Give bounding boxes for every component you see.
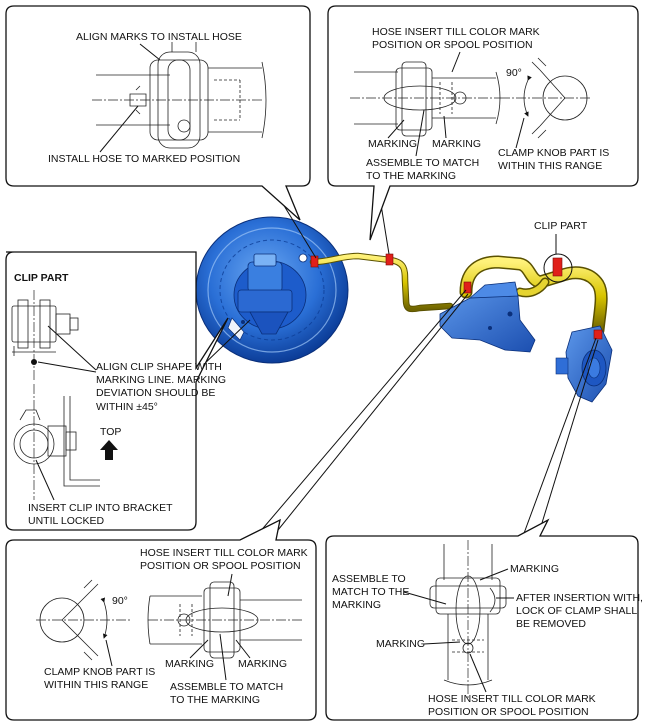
clip-insert-line1: INSERT CLIP INTO BRACKET <box>28 502 173 514</box>
label-install-hose: INSTALL HOSE TO MARKED POSITION <box>48 153 240 165</box>
bottom-right-assemble-line3: MARKING <box>332 599 381 611</box>
leader-bottom-right <box>522 337 597 537</box>
mounting-bracket <box>439 281 536 353</box>
leader-bottom-right-b <box>537 339 599 537</box>
bottom-left-insert-line2: POSITION OR SPOOL POSITION <box>140 560 301 572</box>
clip-detail-lower <box>13 384 100 500</box>
panel-bottom-left: HOSE INSERT TILL COLOR MARK POSITION OR … <box>5 518 317 721</box>
bottom-right-after-line1: AFTER INSERTION WITH, <box>516 592 643 604</box>
label-align-marks: ALIGN MARKS TO INSTALL HOSE <box>76 31 242 43</box>
top-right-assemble-line1: ASSEMBLE TO MATCH <box>366 157 479 169</box>
panel-top-left: ALIGN MARKS TO INSTALL HOSE INSTALL HOSE… <box>5 5 311 221</box>
top-right-insert-line1: HOSE INSERT TILL COLOR MARK <box>372 26 540 38</box>
intake-fitting <box>555 325 613 403</box>
hose-joint-detail-bottom-right <box>429 540 507 700</box>
top-right-insert-line2: POSITION OR SPOOL POSITION <box>372 39 533 51</box>
bottom-left-angle: 90° <box>112 595 128 607</box>
bottom-right-after-line2: LOCK OF CLAMP SHALL <box>516 605 637 617</box>
top-right-marking-left: MARKING <box>368 138 417 150</box>
clip-detail-upper <box>11 290 79 380</box>
bottom-right-marking-mid: MARKING <box>376 638 425 650</box>
bottom-right-insert-line1: HOSE INSERT TILL COLOR MARK <box>428 693 596 705</box>
clip-top-label: TOP <box>100 426 121 438</box>
hose-joint-detail-top-right <box>350 61 501 137</box>
bottom-left-assemble-line1: ASSEMBLE TO MATCH <box>170 681 283 693</box>
bottom-right-assemble-line2: MATCH TO THE <box>332 586 409 598</box>
bottom-left-knob-line2: WITHIN THIS RANGE <box>44 679 148 691</box>
bottom-right-after-line3: BE REMOVED <box>516 618 586 630</box>
clamp-angle-detail-top-right <box>500 57 590 139</box>
hose-joint-detail-bottom-left <box>147 581 302 659</box>
bottom-right-assemble-line1: ASSEMBLE TO <box>332 573 406 585</box>
clamp-angle-detail-bottom-left <box>36 579 130 661</box>
top-right-marking-right: MARKING <box>432 138 481 150</box>
panel-bottom-right: MARKING ASSEMBLE TO MATCH TO THE MARKING… <box>325 518 643 721</box>
bottom-left-knob-line1: CLAMP KNOB PART IS <box>44 666 155 678</box>
top-right-assemble-line2: TO THE MARKING <box>366 170 456 182</box>
bottom-left-insert-line1: HOSE INSERT TILL COLOR MARK <box>140 547 308 559</box>
hose-joint-detail-top-left <box>92 42 267 149</box>
bottom-left-marking-left: MARKING <box>165 658 214 670</box>
center-illustration: CLIP PART <box>195 185 613 541</box>
top-right-knob-line1: CLAMP KNOB PART IS <box>498 147 609 159</box>
leader-bottom-left-b <box>269 293 469 541</box>
bottom-right-marking-top: MARKING <box>510 563 559 575</box>
center-clip-part-label: CLIP PART <box>534 220 588 232</box>
top-right-knob-line2: WITHIN THIS RANGE <box>498 160 602 172</box>
panel-top-right: HOSE INSERT TILL COLOR MARK POSITION OR … <box>327 5 639 241</box>
clip-part-callout-circle <box>543 253 573 283</box>
brake-booster <box>195 216 349 364</box>
hose-clamps <box>310 253 603 340</box>
clip-insert-line2: UNTIL LOCKED <box>28 515 104 527</box>
clip-align-line1: ALIGN CLIP SHAPE WITH <box>96 361 222 373</box>
clip-align-line4: WITHIN ±45° <box>96 401 158 413</box>
leader-bottom-left <box>252 289 467 541</box>
bottom-left-marking-right: MARKING <box>238 658 287 670</box>
top-arrow-icon <box>100 440 118 460</box>
clip-part-title: CLIP PART <box>14 272 69 284</box>
bottom-left-assemble-line2: TO THE MARKING <box>170 694 260 706</box>
clip-align-line3: DEVIATION SHOULD BE <box>96 387 215 399</box>
bottom-right-insert-line2: POSITION OR SPOOL POSITION <box>428 706 589 718</box>
top-right-angle: 90° <box>506 67 522 79</box>
panel-clip-part: CLIP PART ALIGN CLIP SHAPE WITH MARKING … <box>5 251 229 531</box>
vacuum-hose <box>309 252 608 337</box>
leader-clip-panel <box>199 319 251 369</box>
clip-align-line2: MARKING LINE. MARKING <box>96 374 226 386</box>
